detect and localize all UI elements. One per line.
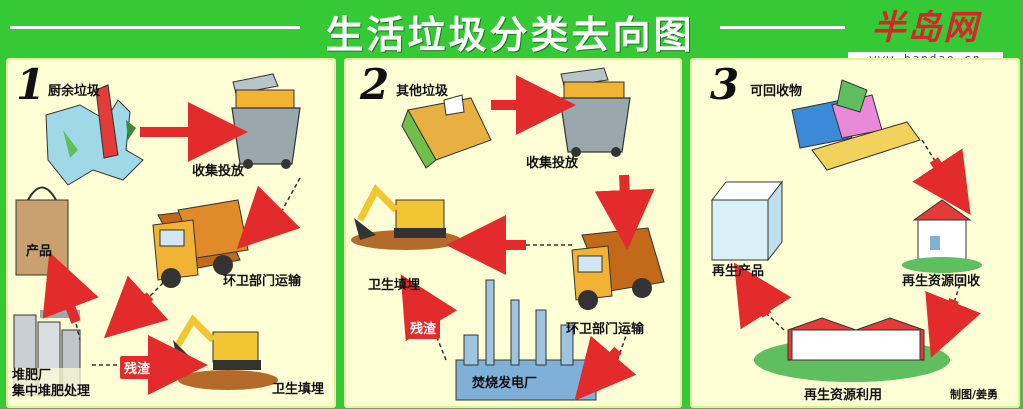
panel-recyclables: 3 可回收物 再生产品 再生资源回收 再生资源利用 制图/姜勇 [690,58,1020,408]
residue-badge-1: 残渣 [120,356,155,379]
shopping-bag-icon [15,186,69,276]
title-rule-right [720,26,845,29]
step-number-2: 2 [360,60,390,109]
step-number-3: 3 [710,60,740,109]
label-resource-recovery: 再生资源回收 [902,274,981,289]
logo-wordmark: 半岛网 [871,8,980,48]
page-title: 生活垃圾分类去向图 [325,13,695,57]
panel-3-illustration [710,79,982,382]
heading-other-waste: 其他垃圾 [396,84,449,99]
bin-icon-1 [231,73,301,169]
truck-icon-2 [571,227,665,310]
label-compost: 堆肥厂 集中堆肥处理 [12,368,122,400]
title-rule-left [10,26,300,29]
paper-box-icon [710,180,784,262]
panel-other-waste: 2 其他垃圾 收集投放 环卫部门运输 卫生填埋 焚烧发电厂 残渣 [344,58,682,408]
panel-2-illustration [351,67,665,401]
other-waste-icon [401,94,492,169]
heading-kitchen-waste: 厨余垃圾 [48,84,101,99]
truck-icon-1 [152,199,249,288]
label-collect-2: 收集投放 [526,156,579,171]
flow-arrows-3 [734,139,981,358]
kitchen-waste-icon [45,84,144,186]
power-plant-icon [455,279,597,401]
title-bar: 生活垃圾分类去向图 [0,0,1023,57]
step-number-1: 1 [16,60,46,109]
label-product-1: 产品 [26,244,53,259]
flow-arrows [42,102,301,395]
excavator-icon-1 [173,314,278,390]
residue-badge-2: 残渣 [406,316,441,339]
panel-kitchen-waste: 1 厨余垃圾 收集投放 环卫部门运输 产品 堆肥厂 集中堆肥处理 卫生填埋 残渣 [6,58,336,408]
factory-icon [754,317,950,382]
panel-1-illustration [13,73,301,396]
label-transport-1: 环卫部门运输 [223,274,302,289]
label-power-plant: 焚烧发电厂 [472,376,538,391]
label-collect-1: 收集投放 [192,164,245,179]
label-landfill-1: 卫生填埋 [272,382,325,397]
label-resource-reuse: 再生资源利用 [804,388,883,403]
excavator-icon-2 [351,184,461,250]
bin-icon-2 [559,67,631,157]
credit: 制图/姜勇 [950,388,999,401]
recyclables-icon [791,79,921,171]
label-transport-2: 环卫部门运输 [566,322,645,337]
heading-recyclables: 可回收物 [750,84,803,99]
label-landfill-2: 卫生填埋 [368,278,421,293]
bandao-logo: 半岛网 www.bandao.cn [848,8,1003,66]
label-recycled-product: 再生产品 [712,264,765,279]
house-icon [902,199,982,273]
